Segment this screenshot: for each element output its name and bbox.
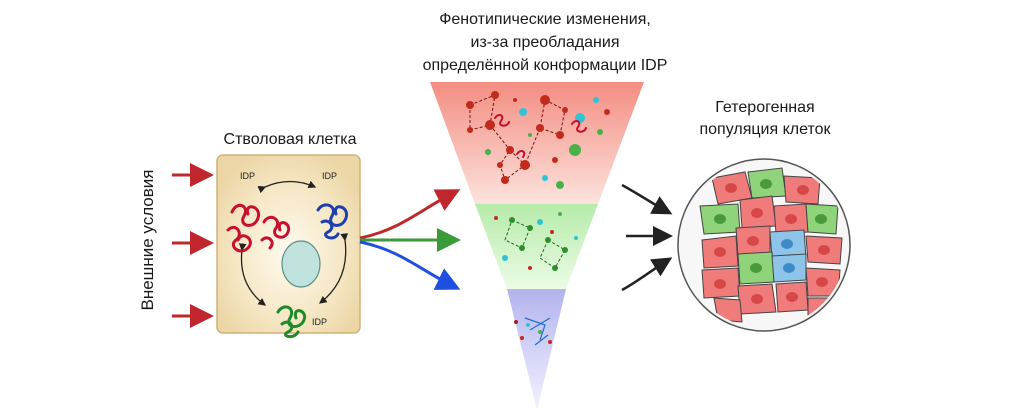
population-title-line-1: Гетерогенная (715, 99, 815, 116)
idp-label-blue: IDP (322, 171, 338, 181)
red-idp-cluster (226, 203, 291, 253)
red-coils (494, 114, 587, 158)
stem-cell-title: Стволовая клетка (223, 131, 357, 148)
green-droplets (494, 212, 578, 270)
output-arrows (359, 189, 461, 290)
phenotype-title: Фенотипические изменения, из-за преоблад… (385, 8, 705, 77)
green-idp-cluster (276, 305, 307, 339)
red-nodes (466, 91, 568, 184)
red-droplets (485, 97, 610, 189)
population-arrows (621, 183, 673, 292)
phenotype-title-line-2: из-за преобладания (470, 34, 620, 51)
blue-network (524, 317, 551, 346)
idp-label-green: IDP (312, 317, 328, 327)
blue-droplets (514, 320, 552, 344)
green-nodes (509, 217, 568, 271)
nucleus (281, 240, 321, 288)
population-title: Гетерогенная популяция клеток (690, 97, 840, 141)
phenotype-title-line-1: Фенотипические изменения, (439, 11, 651, 28)
population-title-line-2: популяция клеток (699, 121, 831, 138)
phenotype-cone (430, 82, 644, 410)
idp-label-red: IDP (240, 171, 256, 181)
external-arrows (172, 163, 214, 328)
blue-idp-cluster (316, 203, 349, 240)
stem-cell (216, 154, 361, 339)
cell-population (677, 158, 851, 332)
phenotype-title-line-3: определённой конформации IDP (422, 57, 668, 74)
